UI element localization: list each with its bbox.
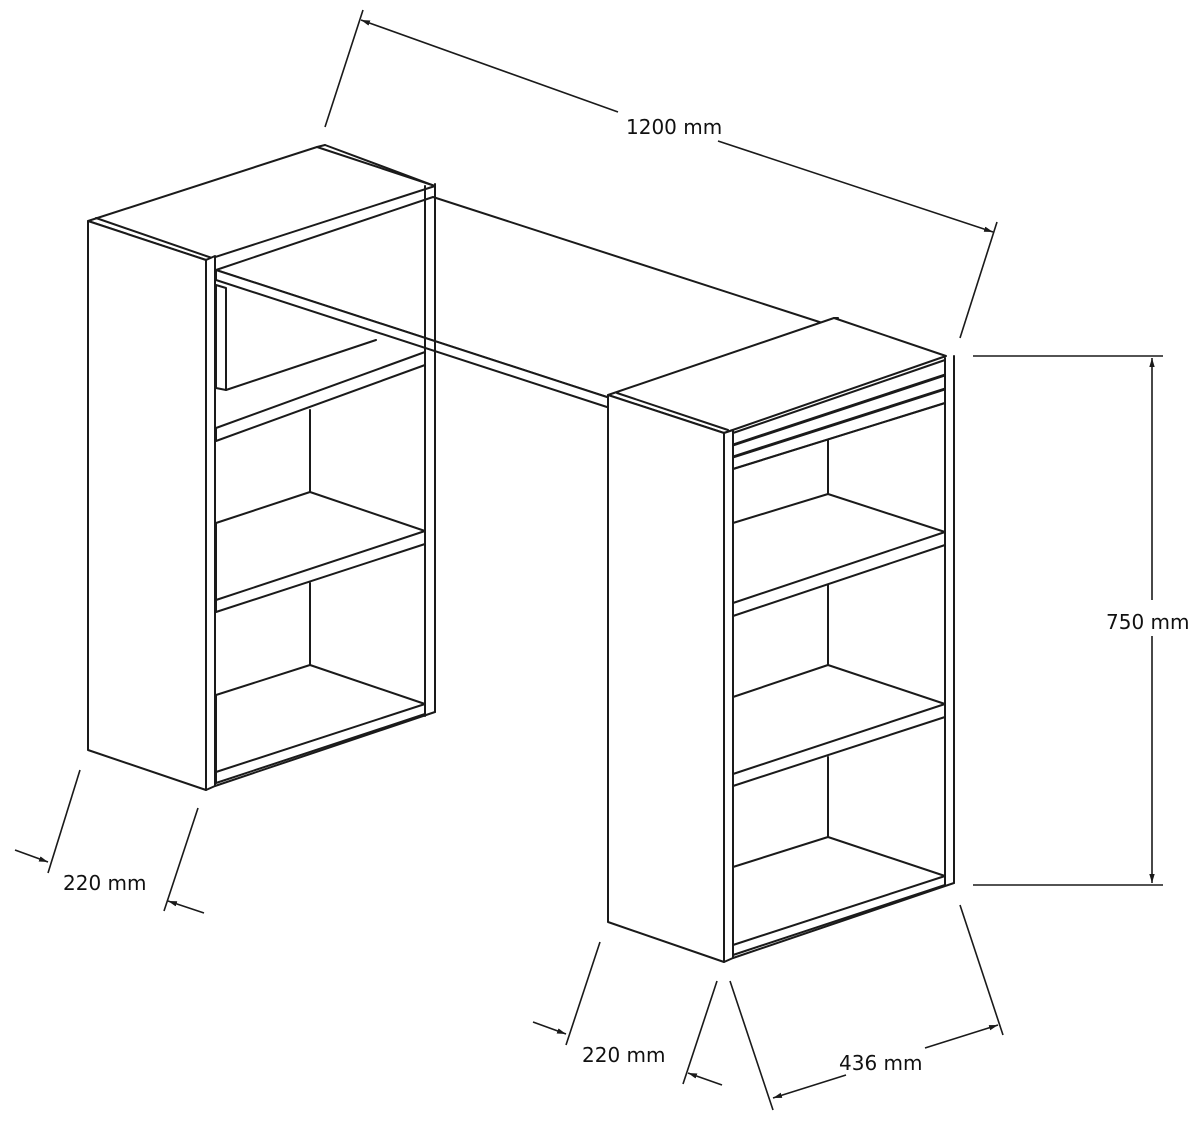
height-label: 750 mm <box>1106 610 1190 634</box>
right-depth-label: 220 mm <box>582 1043 666 1067</box>
left-cabinet <box>87 144 436 791</box>
right-width-label: 436 mm <box>839 1051 923 1075</box>
right-cabinet <box>607 317 955 963</box>
dimension-left-depth: 220 mm <box>14 769 205 914</box>
width-label: 1200 mm <box>626 115 722 139</box>
dimension-width: 1200 mm <box>324 9 998 339</box>
dimension-right-width: 436 mm <box>729 904 1004 1111</box>
dimension-height: 750 mm <box>973 355 1200 886</box>
dimension-right-depth: 220 mm <box>532 941 723 1086</box>
left-depth-label: 220 mm <box>63 871 147 895</box>
